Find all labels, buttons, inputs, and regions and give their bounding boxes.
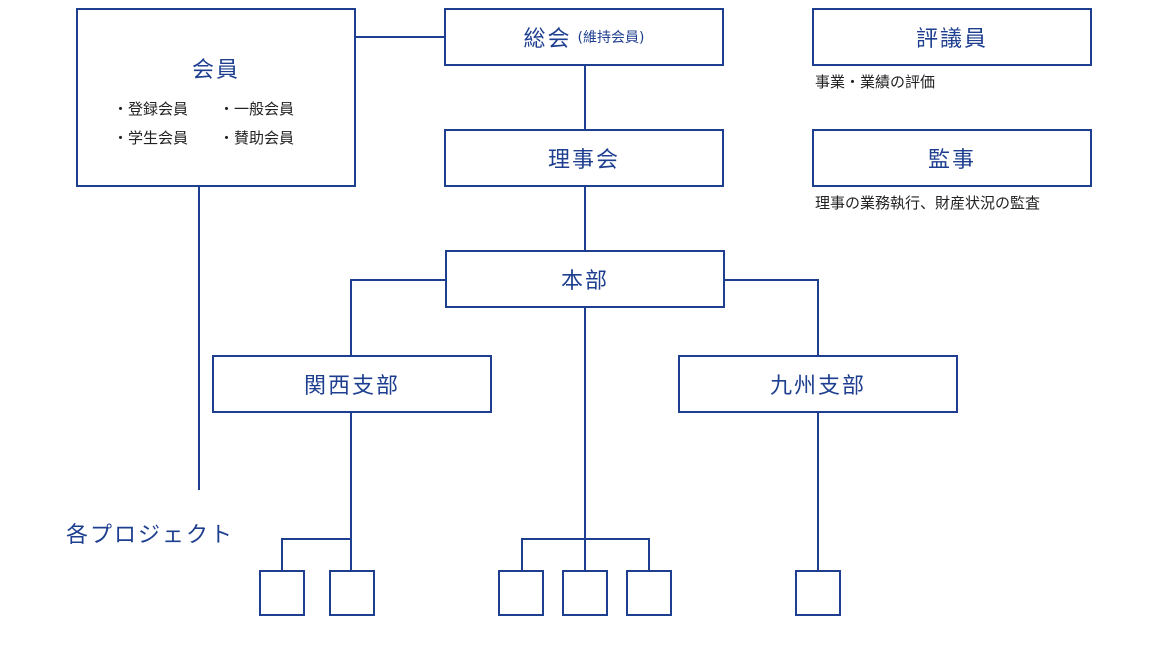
board-box: 理事会 xyxy=(444,129,724,187)
connector-kansai-project-left xyxy=(281,538,351,571)
councilors-label: 評議員 xyxy=(915,27,988,52)
project-box xyxy=(259,570,305,616)
board-label: 理事会 xyxy=(547,148,620,173)
kyushu-branch-box: 九州支部 xyxy=(678,355,958,413)
connector-hq-project-left xyxy=(521,538,585,571)
project-box xyxy=(795,570,841,616)
auditor-note: 理事の業務執行、財産状況の監査 xyxy=(815,194,1041,212)
auditor-box: 監事 xyxy=(812,129,1092,187)
headquarters-box: 本部 xyxy=(445,250,725,308)
connector-hq-project-right xyxy=(585,538,650,571)
project-box xyxy=(329,570,375,616)
member-type-registered: ・登録会員 xyxy=(113,100,189,118)
kansai-branch-label: 関西支部 xyxy=(303,374,400,399)
kansai-branch-box: 関西支部 xyxy=(212,355,492,413)
headquarters-label: 本部 xyxy=(560,269,609,294)
project-box xyxy=(626,570,672,616)
project-box xyxy=(562,570,608,616)
member-type-list: ・登録会員 ・一般会員 ・学生会員 ・賛助会員 xyxy=(113,98,319,148)
auditor-label: 監事 xyxy=(927,148,976,173)
connector-hq-kansai xyxy=(350,279,446,356)
connector-hq-kyushu xyxy=(724,279,819,356)
member-type-supporting: ・賛助会員 xyxy=(219,129,295,147)
councilors-note: 事業・業績の評価 xyxy=(815,73,936,91)
project-box xyxy=(498,570,544,616)
councilors-box: 評議員 xyxy=(812,8,1092,66)
members-title: 会員 xyxy=(191,58,240,83)
kyushu-branch-label: 九州支部 xyxy=(769,374,866,399)
projects-label: 各プロジェクト xyxy=(66,523,235,548)
member-type-general: ・一般会員 xyxy=(219,100,295,118)
member-type-student: ・学生会員 xyxy=(113,129,189,147)
general-assembly-note: (維持会員) xyxy=(577,30,645,46)
members-box: 会員 ・登録会員 ・一般会員 ・学生会員 ・賛助会員 xyxy=(76,8,356,187)
general-assembly-box: 総会 (維持会員) xyxy=(444,8,724,66)
general-assembly-label: 総会 xyxy=(523,27,572,52)
